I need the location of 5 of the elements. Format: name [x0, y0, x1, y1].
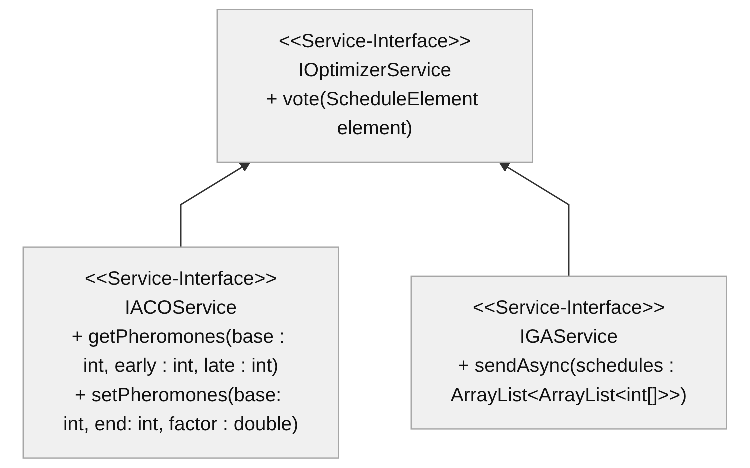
node-box: <<Service-Interface>> IOptimizerService + vote(ScheduleElement element): [216, 9, 534, 164]
arrow: [499, 162, 570, 276]
node-box: <<Service-Interface>> IACOService + getPheromones(base : int, early : int, late : int) + setPheromones(base: int, end: int, factor : double): [22, 246, 340, 459]
arrow: [180, 162, 251, 248]
node-box: <<Service-Interface>> IGAService + sendAsync(schedules : ArrayList<ArrayList<int[]>>): [410, 276, 728, 430]
